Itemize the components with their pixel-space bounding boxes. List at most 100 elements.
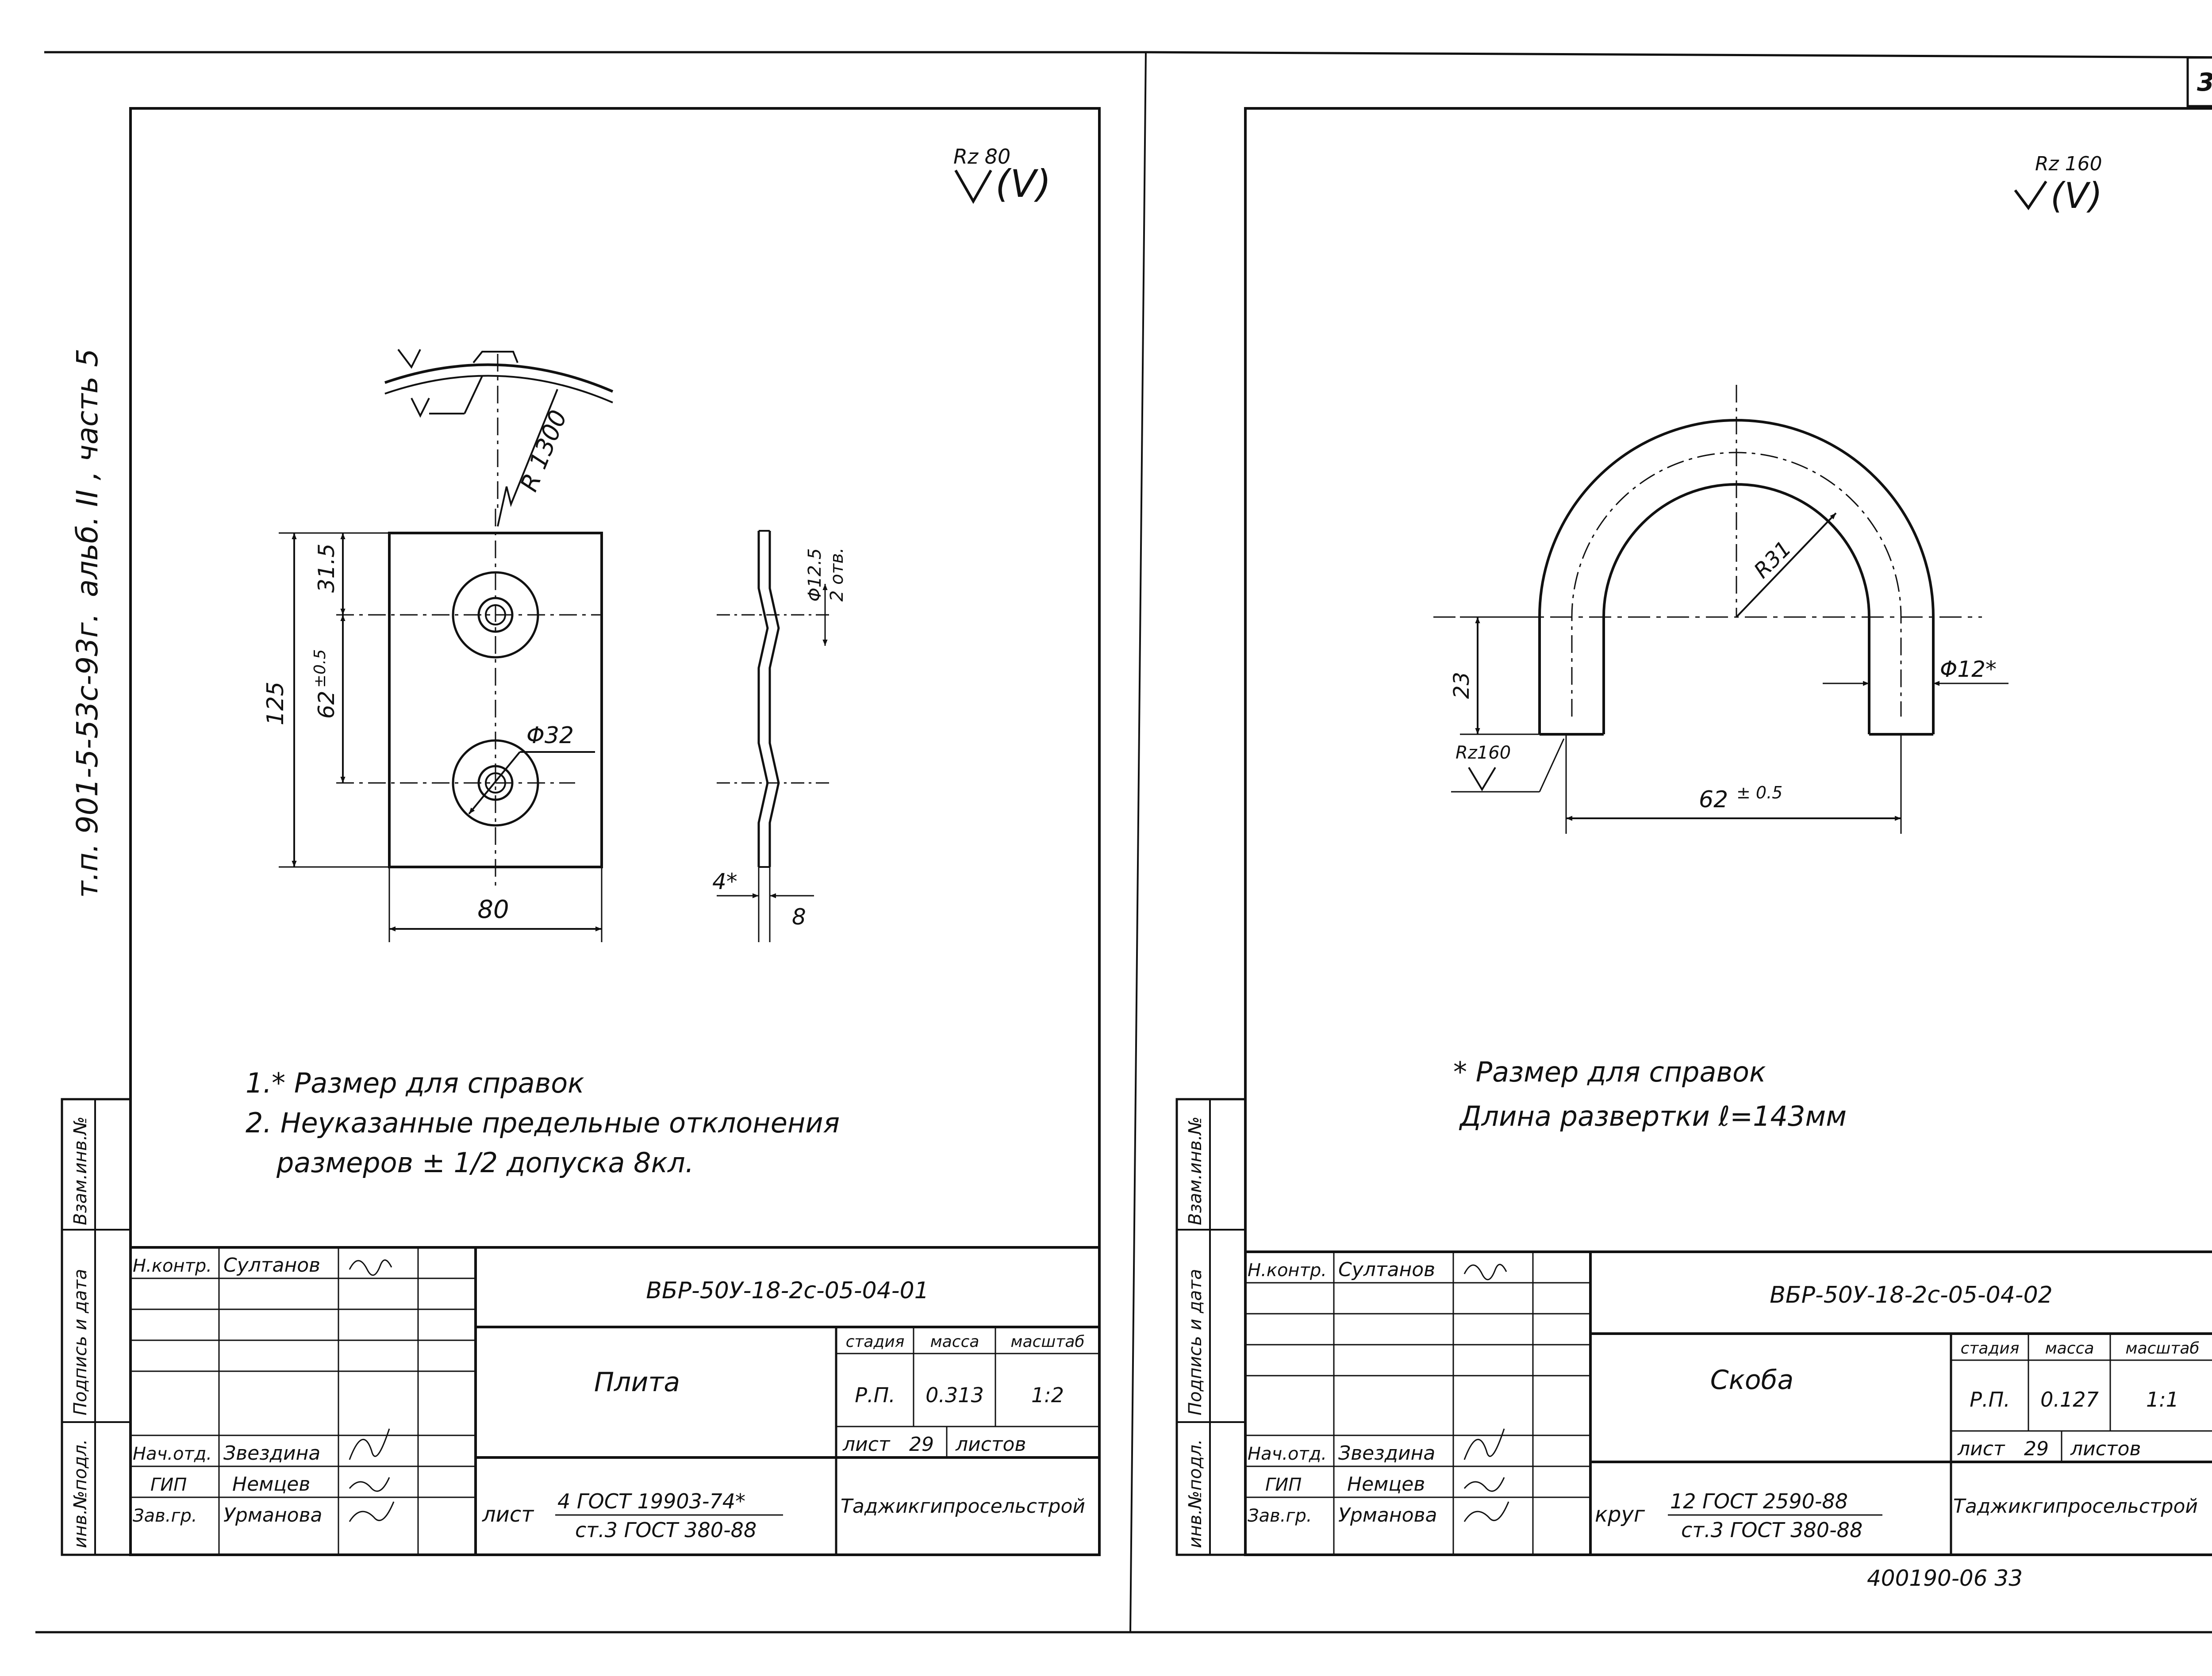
diameter-leader <box>468 751 521 815</box>
signature-3 <box>349 1477 390 1492</box>
radius-leader <box>497 389 558 527</box>
signature-2-1 <box>1463 1264 1507 1281</box>
top-edge-line-right <box>1145 51 2212 59</box>
signature-1 <box>349 1259 392 1276</box>
side-hole-dim-text: Φ12.5 <box>805 548 825 602</box>
spacing-dim: 62 <box>314 690 339 719</box>
roughness-mark-small-icon <box>397 349 421 369</box>
tb2-material-prefix: круг <box>1595 1502 1645 1527</box>
spacing-tolerance: ±0.5 <box>311 649 329 688</box>
tb-role-4: Зав.гр. <box>133 1506 197 1526</box>
tb-material-prefix: лист <box>482 1502 534 1527</box>
side-stamp-2 <box>1175 1098 1247 1556</box>
stamp-signature-date-2: Подпись и дата <box>1185 1269 1206 1415</box>
signature-2-4 <box>1463 1501 1509 1522</box>
tb2-role-2: Нач.отд. <box>1248 1444 1327 1464</box>
stamp-replace-inv: Взам.инв.№ <box>70 1116 91 1225</box>
tb2-stage-label: стадия <box>1961 1339 2020 1358</box>
tb-name-1: Султанов <box>223 1254 320 1277</box>
archive-number: 400190-06 33 <box>1867 1565 2023 1591</box>
side-hole-count: 2 отв. <box>827 548 847 602</box>
radius-dim: R 1300 <box>515 406 572 495</box>
thickness-ref-dim: 4* <box>712 869 737 894</box>
tb-role-1: Н.контр. <box>133 1256 212 1276</box>
tb-mass-label: масса <box>930 1333 979 1351</box>
tb-part-name: Плита <box>594 1367 680 1398</box>
tb-sheet-label: лист <box>842 1433 891 1456</box>
width-dim-2: 62 <box>1699 786 1728 813</box>
note-2b: размеров ± 1/2 допуска 8кл. <box>276 1147 694 1179</box>
roughness-mark-small-icon-2 <box>411 398 430 418</box>
tb2-role-1: Н.контр. <box>1248 1260 1327 1281</box>
tb-name-3: Немцев <box>232 1473 310 1496</box>
curved-section <box>384 363 614 393</box>
tb-org: Таджикгипросельстрой <box>841 1495 1085 1518</box>
sheet-1-frame <box>129 107 1101 1556</box>
signature-2 <box>349 1428 390 1460</box>
tb2-material-bottom: ст.3 ГОСТ 380-88 <box>1681 1518 1863 1542</box>
tb-scale: 1:2 <box>1031 1383 1064 1407</box>
tb-stage-label: стадия <box>846 1333 905 1351</box>
signature-2-3 <box>1463 1477 1505 1492</box>
diameter-dim-2: Φ12* <box>1940 656 1997 682</box>
sheet-2-bracket: Rz 160 (V) R31 23 Φ12* Rz160 62 ± 0.5 <box>1175 107 2212 1591</box>
note-2-2: Длина развертки ℓ=143мм <box>1459 1100 1847 1132</box>
page-number-box <box>2186 56 2212 107</box>
tb2-mass: 0.127 <box>2040 1388 2099 1411</box>
tb2-scale: 1:1 <box>2146 1388 2179 1411</box>
roughness-paren-2: (V) <box>2051 175 2102 216</box>
stamp-signature-date: Подпись и дата <box>70 1269 91 1415</box>
tb2-sheet-no: 29 <box>2024 1438 2049 1460</box>
tb-name-4: Урманова <box>223 1504 322 1526</box>
tb-stage: Р.П. <box>855 1383 895 1407</box>
tb2-role-4: Зав.гр. <box>1248 1506 1312 1526</box>
tb2-sheets-label: листов <box>2070 1438 2141 1460</box>
height-dim-2: 23 <box>1449 672 1474 699</box>
weld-mark-icon <box>472 351 518 364</box>
tb-role-2: Нач.отд. <box>133 1444 212 1464</box>
roughness-label: Rz 80 <box>953 145 1010 169</box>
tb-material-bottom: ст.3 ГОСТ 380-88 <box>575 1518 757 1542</box>
tb2-role-3: ГИП <box>1265 1475 1302 1495</box>
tb2-scale-label: масштаб <box>2125 1339 2199 1358</box>
width-dim: 80 <box>477 895 509 924</box>
tb2-code: ВБР-50У-18-2с-05-04-02 <box>1770 1282 2053 1308</box>
tb2-name-3: Немцев <box>1347 1473 1425 1496</box>
roughness-paren: (V) <box>995 162 1051 206</box>
title-block-2: Н.контр. Султанов Нач.отд. Звездина ГИП … <box>1245 1250 2212 1555</box>
tb2-name-1: Султанов <box>1338 1258 1435 1281</box>
top-offset-dim: 31.5 <box>314 544 339 593</box>
tb-name-2: Звездина <box>223 1442 320 1465</box>
stamp-original-inv-2: инв.№подл. <box>1185 1439 1206 1548</box>
tb2-mass-label: масса <box>2045 1339 2094 1358</box>
end-roughness-icon <box>1468 767 1496 791</box>
roughness-check-icon <box>954 169 992 204</box>
tb-mass: 0.313 <box>926 1383 984 1407</box>
note-2: 2. Неуказанные предельные отклонения <box>246 1107 840 1139</box>
album-part: альб. II , часть 5 <box>70 349 104 597</box>
side-profile-2 <box>768 531 780 867</box>
tb-sheets-label: листов <box>955 1433 1026 1456</box>
width-tolerance-2: ± 0.5 <box>1736 783 1782 802</box>
radius-31-leader <box>1736 512 1837 618</box>
tb2-sheet-label: лист <box>1957 1438 2005 1460</box>
tb2-name-4: Урманова <box>1338 1504 1437 1526</box>
stamp-original-inv: инв.№подл. <box>70 1439 91 1548</box>
center-divider <box>1129 52 1147 1633</box>
page-number: 32 <box>2197 68 2212 97</box>
side-stamp <box>61 1098 132 1556</box>
roughness-label-2: Rz 160 <box>2035 153 2102 175</box>
signature-4 <box>349 1501 395 1522</box>
project-reference: т.п. 901-5-53с-93г. <box>70 613 104 898</box>
tb-scale-label: масштаб <box>1010 1333 1084 1351</box>
tb2-org: Таджикгипросельстрой <box>1953 1495 2198 1518</box>
end-roughness-label: Rz160 <box>1455 743 1511 763</box>
roughness-check-icon-2 <box>2014 180 2047 211</box>
note-1: 1.* Размер для справок <box>246 1067 584 1099</box>
tb2-stage: Р.П. <box>1970 1388 2010 1411</box>
sheet-2-frame <box>1244 107 2212 1556</box>
signature-2-2 <box>1463 1428 1505 1460</box>
tb-role-3: ГИП <box>150 1475 187 1495</box>
radius-dim-2: R31 <box>1749 536 1796 583</box>
